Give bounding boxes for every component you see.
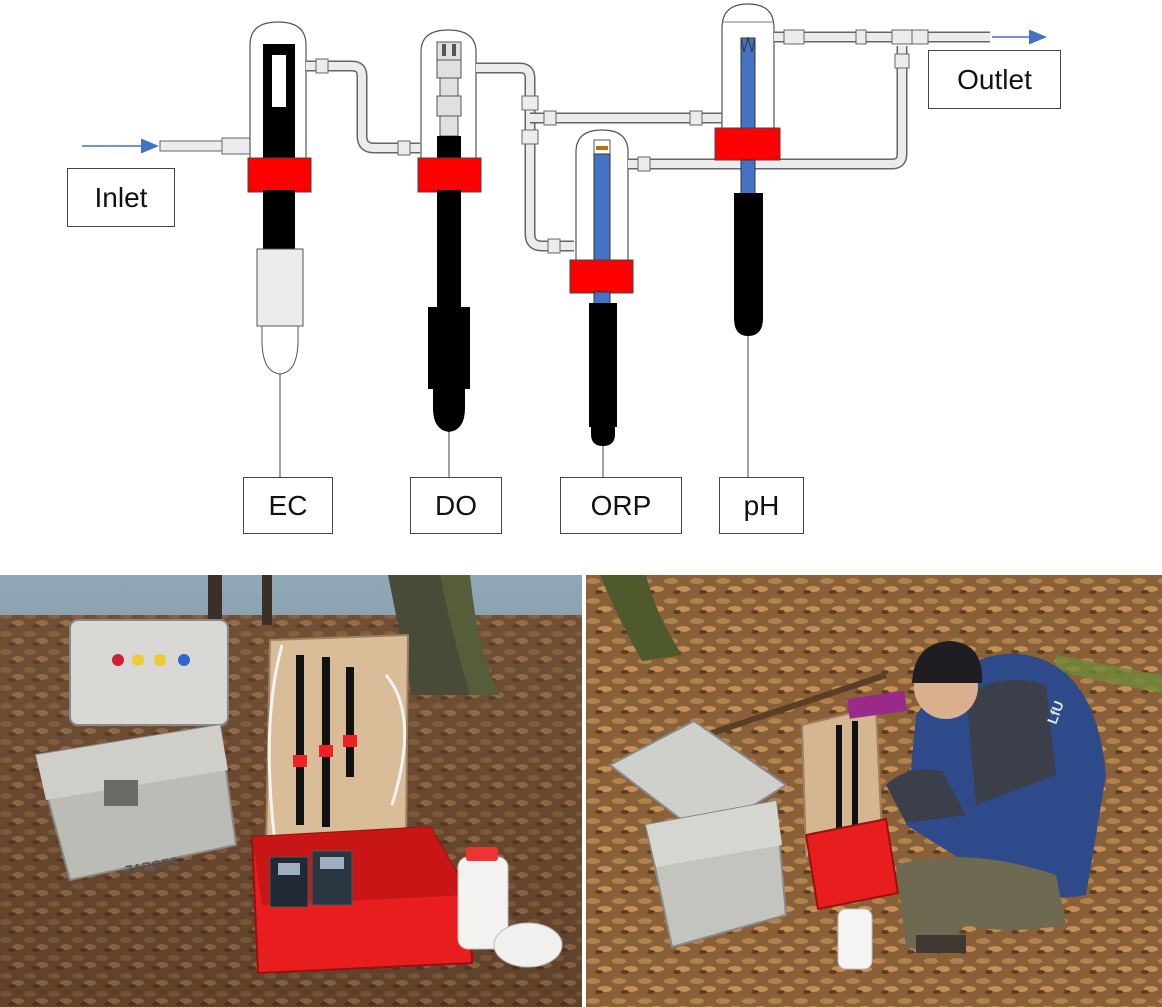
inlet-connector — [221, 137, 253, 155]
orp-label: ORP — [560, 477, 682, 534]
sample-bottle — [837, 908, 873, 970]
inlet-tube — [159, 140, 223, 152]
ph-label: pH — [719, 477, 804, 534]
sample-bottle — [493, 922, 563, 968]
ec-probe-stem — [263, 190, 295, 250]
ph-probe-body — [740, 37, 756, 131]
orp-probe-tip — [591, 426, 615, 446]
inlet-label: Inlet — [67, 168, 175, 227]
red-tray — [804, 817, 900, 911]
ec-probe-tip — [261, 325, 299, 375]
ec-probe-window — [272, 55, 286, 107]
ph-chamber — [714, 3, 781, 336]
tree-trunk — [600, 575, 682, 661]
jacket-text: LfU — [1044, 699, 1067, 726]
outlet-label: Outlet — [928, 50, 1061, 109]
field-photo-left: ZARGES — [0, 575, 582, 1007]
do-probe-sleeve — [428, 307, 470, 389]
do-stopper — [417, 157, 482, 193]
orp-stopper — [569, 259, 634, 294]
field-photo-right: LfU — [586, 575, 1162, 1007]
person-trousers — [896, 857, 1066, 955]
orp-chamber — [569, 129, 634, 446]
ec-label: EC — [243, 477, 333, 534]
orp-probe-body — [593, 153, 611, 265]
do-probe-tip — [433, 388, 465, 432]
metal-case-lid — [69, 619, 229, 726]
ph-stopper — [714, 127, 781, 161]
do-label: DO — [410, 477, 502, 534]
ph-probe-sleeve — [734, 193, 763, 336]
ec-stopper — [247, 157, 312, 193]
person-beanie — [912, 641, 983, 683]
orp-probe-sleeve — [589, 303, 617, 427]
ec-chamber — [247, 21, 312, 375]
ec-probe-sleeve — [256, 248, 304, 327]
do-chamber — [417, 29, 482, 432]
probe-board — [264, 633, 410, 852]
do-probe-stem — [437, 190, 461, 308]
flow-cell-schematic — [82, 3, 1047, 478]
tube-do-to-split — [476, 62, 574, 252]
